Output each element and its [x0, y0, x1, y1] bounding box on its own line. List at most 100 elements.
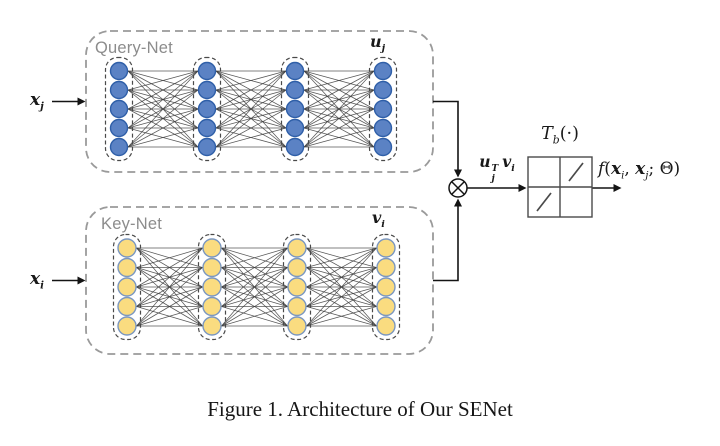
- layer-box: [192, 56, 222, 162]
- math-base: x: [30, 90, 41, 110]
- neuron: [117, 277, 137, 297]
- neuron: [376, 238, 396, 258]
- figure-caption: Figure 1. Architecture of Our SENet: [207, 397, 513, 421]
- layer-box: [197, 233, 227, 341]
- math-sup: T: [491, 164, 499, 175]
- neuron: [373, 61, 393, 81]
- key-input-label: xi: [30, 269, 44, 292]
- edge: [303, 70, 375, 129]
- query-input-label: xj: [30, 90, 44, 113]
- neuron: [197, 61, 217, 81]
- neuron: [109, 80, 129, 100]
- key-net-label: Key-Net: [101, 215, 163, 233]
- neuron: [109, 118, 129, 138]
- math-base: u: [479, 152, 491, 171]
- net-outline: [85, 206, 434, 355]
- neuron: [197, 118, 217, 138]
- neuron: [287, 257, 307, 278]
- edge: [221, 247, 288, 288]
- neuron: [285, 99, 305, 119]
- math-base: v: [502, 152, 512, 171]
- edge: [127, 70, 199, 91]
- edge: [306, 267, 377, 327]
- edge: [215, 89, 287, 148]
- edge: [303, 89, 375, 148]
- edge: [127, 70, 199, 148]
- neuron: [117, 257, 137, 278]
- edge: [303, 108, 375, 148]
- edge: [127, 127, 199, 148]
- connectors: [52, 97, 622, 285]
- edge: [127, 108, 199, 148]
- edge: [215, 70, 287, 129]
- neuron: [202, 238, 222, 258]
- edge: [136, 247, 203, 288]
- neuron: [287, 238, 307, 258]
- output-function-label: f(xi, xj; Θ): [598, 159, 680, 182]
- edge: [136, 286, 203, 327]
- edge: [306, 286, 377, 327]
- edge: [303, 70, 375, 110]
- edge: [136, 247, 203, 307]
- edge: [221, 267, 288, 327]
- otimes-operator: [448, 178, 468, 198]
- edges: [127, 70, 375, 148]
- layer-box: [368, 56, 398, 162]
- neuron: [373, 118, 393, 138]
- slash-upper-right: [568, 162, 584, 182]
- edge: [306, 247, 377, 327]
- edge: [127, 70, 199, 129]
- edge: [306, 247, 377, 307]
- edge: [215, 108, 287, 148]
- neuron: [285, 118, 305, 138]
- edge: [127, 70, 199, 110]
- transfer-function-label: Tb(·): [524, 124, 596, 147]
- math-sub: i: [381, 219, 385, 231]
- neuron: [117, 238, 137, 258]
- neuron: [197, 137, 217, 157]
- edge: [136, 267, 203, 327]
- edge: [215, 70, 287, 91]
- neuron: [109, 99, 129, 119]
- neuron: [287, 296, 307, 317]
- neuron: [373, 80, 393, 100]
- query-output-label: uj: [370, 32, 385, 54]
- neuron: [197, 80, 217, 100]
- key-output-label: vi: [372, 208, 385, 231]
- math-base: v: [372, 208, 382, 227]
- math-comma: ,: [624, 159, 636, 179]
- layer-box: [371, 233, 401, 341]
- edge: [136, 247, 203, 327]
- edge: [306, 247, 377, 288]
- math-sub: j: [491, 173, 495, 184]
- neuron: [287, 277, 307, 297]
- edge: [221, 247, 288, 307]
- neuron: [109, 137, 129, 157]
- edge: [303, 70, 375, 91]
- edge: [221, 247, 288, 268]
- math-sub: b: [552, 133, 560, 147]
- otimes-diagonal-icon: [451, 181, 465, 195]
- math-base: x: [30, 269, 41, 289]
- neuron: [287, 316, 307, 336]
- neuron: [376, 296, 396, 317]
- query-net-label: Query-Net: [95, 39, 173, 57]
- edge: [221, 306, 288, 327]
- math-base: x: [635, 159, 646, 179]
- neuron: [109, 61, 129, 81]
- edge: [127, 89, 199, 148]
- neuron: [376, 277, 396, 297]
- neuron: [285, 61, 305, 81]
- neuron: [376, 257, 396, 278]
- math-sub: j: [645, 170, 649, 182]
- math-base: u: [370, 32, 382, 51]
- neuron: [197, 99, 217, 119]
- math-f: f: [598, 159, 605, 179]
- edge: [306, 306, 377, 327]
- edges: [136, 247, 377, 327]
- neuron: [373, 99, 393, 119]
